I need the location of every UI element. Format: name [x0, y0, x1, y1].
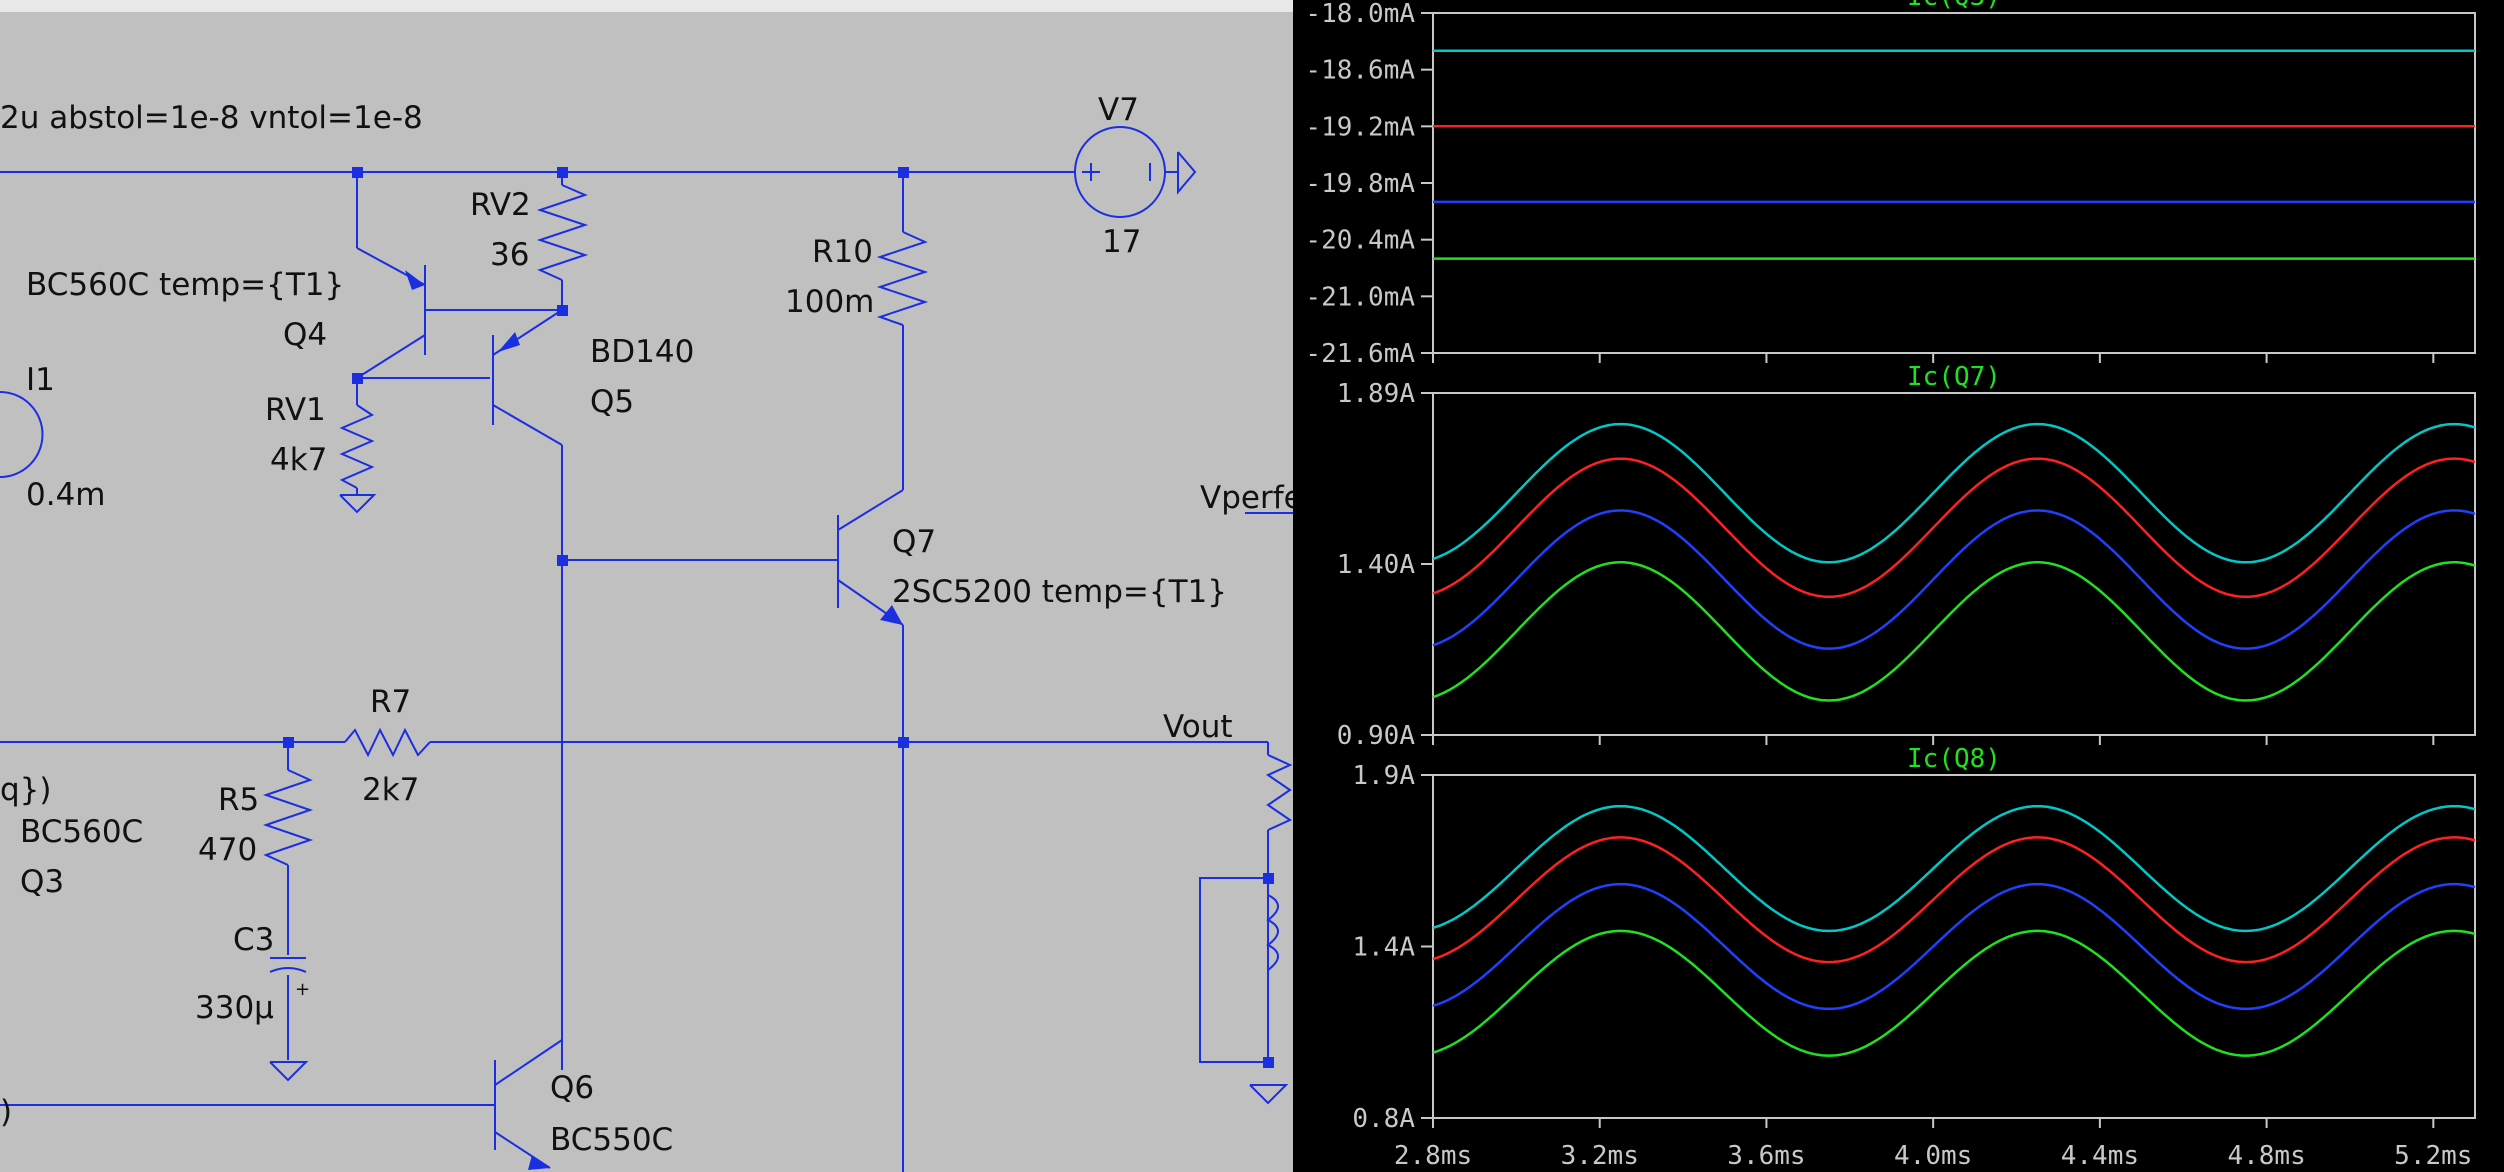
- y-tick-label: 0.8A: [1352, 1104, 1415, 1134]
- schematic-canvas[interactable]: 2u abstol=1e-8 vntol=1e-8 V7 17 RV2 36 R…: [0, 0, 1295, 1172]
- v7-ground-symbol: [1177, 151, 1197, 195]
- pane-title[interactable]: Ic(Q3): [1907, 0, 2001, 12]
- partial-label-left-1: q}): [0, 772, 52, 808]
- trace-line-2[interactable]: [1432, 457, 2476, 599]
- vperf-net-label: Vperfe: [1200, 480, 1295, 516]
- q5-name: Q5: [590, 384, 634, 420]
- q4-model: BC560C temp={T1}: [26, 267, 344, 303]
- x-tick-label: 4.8ms: [2227, 1141, 2305, 1171]
- pane-title[interactable]: Ic(Q7): [1907, 362, 2001, 392]
- r5-resistor[interactable]: [262, 769, 314, 866]
- q7-model: 2SC5200 temp={T1}: [892, 574, 1227, 610]
- v7-name: V7: [1098, 92, 1139, 128]
- y-tick-label: 1.40A: [1337, 550, 1416, 580]
- x-tick-label: 3.6ms: [1727, 1141, 1805, 1171]
- r7-name: R7: [370, 684, 411, 720]
- y-tick-label: -21.6mA: [1305, 339, 1415, 369]
- r7-value: 2k7: [362, 772, 419, 808]
- schematic-toolbar: [0, 0, 1295, 12]
- q3-name: Q3: [20, 864, 64, 900]
- rv1-resistor[interactable]: [339, 404, 375, 489]
- q3-model: BC560C: [20, 814, 143, 850]
- vout-net-label: Vout: [1163, 709, 1233, 745]
- q6-model: BC550C: [550, 1122, 673, 1158]
- x-tick-label: 3.2ms: [1561, 1141, 1639, 1171]
- y-tick-label: -19.2mA: [1305, 112, 1415, 142]
- r10-name: R10: [812, 234, 873, 270]
- partial-label-left-2: ): [0, 1094, 12, 1130]
- trace-line-4[interactable]: [1432, 929, 2476, 1057]
- y-tick-label: -20.4mA: [1305, 226, 1415, 256]
- rv2-name: RV2: [470, 187, 531, 223]
- rv1-ground-symbol: [339, 494, 377, 514]
- trace-line-1[interactable]: [1432, 804, 2476, 933]
- output-inductor[interactable]: [1266, 894, 1279, 971]
- i1-value: 0.4m: [26, 477, 106, 513]
- r5-value: 470: [198, 832, 257, 868]
- c3-name: C3: [233, 922, 274, 958]
- i1-current-source[interactable]: [0, 391, 44, 478]
- x-tick-label: 4.4ms: [2061, 1141, 2139, 1171]
- trace-line-3[interactable]: [1432, 509, 2476, 650]
- waveform-viewer[interactable]: Ic(Q3) -18.0mA -18.6mA -19.2mA -19.8mA -20.4m…: [1293, 0, 2504, 1172]
- rv2-resistor[interactable]: [536, 184, 589, 281]
- y-tick-label: 1.9A: [1352, 761, 1415, 791]
- y-tick-label: 0.90A: [1337, 721, 1416, 751]
- output-load-resistor[interactable]: [1265, 754, 1293, 831]
- q7-name: Q7: [892, 524, 936, 560]
- q4-name: Q4: [283, 317, 327, 353]
- y-tick-label: -21.0mA: [1305, 282, 1415, 312]
- q6-name: Q6: [550, 1070, 594, 1106]
- plot-pane-3[interactable]: Ic(Q8) 1.9A 1.4A 0.8A: [1352, 744, 2476, 1134]
- y-tick-label: 1.89A: [1337, 379, 1416, 409]
- y-tick-label: -18.0mA: [1305, 0, 1415, 29]
- v7-value: 17: [1102, 224, 1141, 260]
- y-tick-label: -19.8mA: [1305, 169, 1415, 199]
- rv2-value: 36: [490, 237, 529, 273]
- c3-ground-symbol: [269, 1061, 309, 1082]
- y-tick-label: 1.4A: [1352, 933, 1415, 963]
- y-tick-label: -18.6mA: [1305, 56, 1415, 86]
- trace-line-3[interactable]: [1432, 882, 2476, 1011]
- x-tick-label: 2.8ms: [1394, 1141, 1472, 1171]
- plot-pane-1[interactable]: Ic(Q3) -18.0mA -18.6mA -19.2mA -19.8mA -20.4m…: [1305, 0, 2476, 369]
- x-tick-label: 4.0ms: [1894, 1141, 1972, 1171]
- i1-name: I1: [26, 362, 55, 398]
- rv1-name: RV1: [265, 392, 326, 428]
- c3-value: 330µ: [195, 990, 274, 1026]
- plot-frame: [1432, 774, 2476, 1119]
- trace-line-1[interactable]: [1432, 422, 2476, 564]
- q5-model: BD140: [590, 334, 694, 370]
- trace-line-4[interactable]: [1432, 561, 2476, 702]
- r5-name: R5: [218, 782, 259, 818]
- plot-frame: [1432, 12, 2476, 354]
- r7-resistor[interactable]: [344, 727, 431, 758]
- plot-frame: [1432, 392, 2476, 736]
- pane-title[interactable]: Ic(Q8): [1907, 744, 2001, 774]
- c3-polarity-mark: +: [295, 979, 310, 1000]
- spice-directive[interactable]: 2u abstol=1e-8 vntol=1e-8: [0, 100, 423, 136]
- plot-pane-2[interactable]: Ic(Q7) 1.89A 1.40A 0.90A: [1337, 362, 2476, 751]
- r10-resistor[interactable]: [876, 231, 929, 326]
- r10-value: 100m: [785, 284, 874, 320]
- rv1-value: 4k7: [270, 442, 327, 478]
- trace-line-2[interactable]: [1432, 836, 2476, 964]
- output-ground-symbol: [1249, 1084, 1289, 1105]
- x-tick-label: 5.2ms: [2394, 1141, 2472, 1171]
